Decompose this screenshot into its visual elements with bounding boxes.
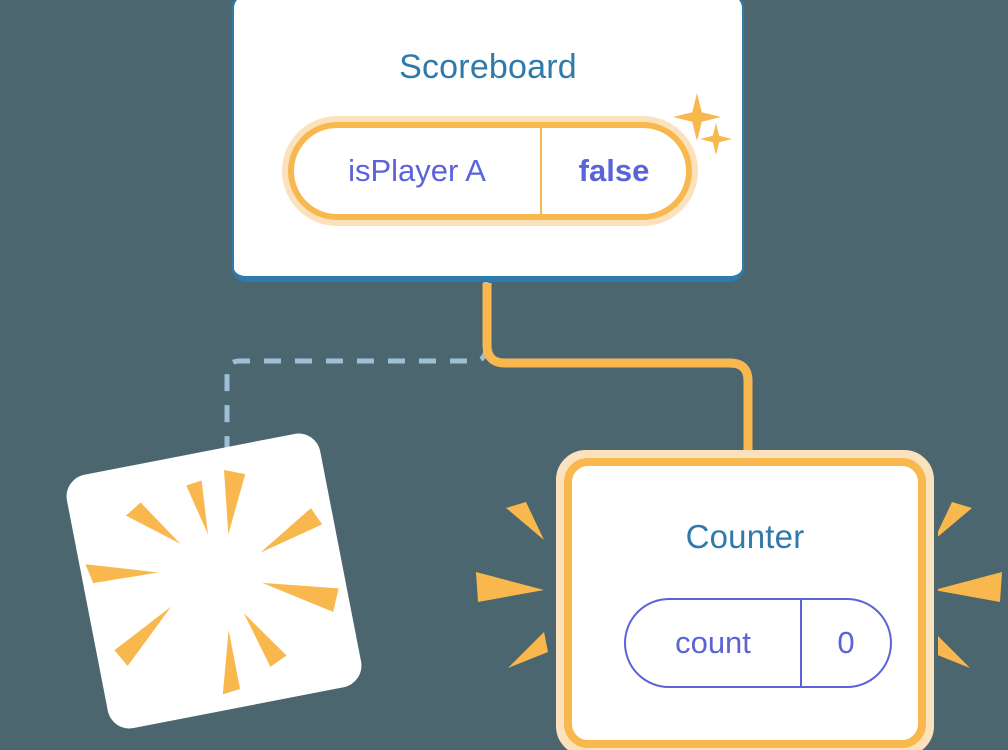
scoreboard-state-key: isPlayer A [348, 153, 486, 188]
counter-card-inner: Counter count 0 [564, 458, 926, 748]
counter-state-key: count [675, 625, 751, 660]
burst-ray [114, 606, 172, 667]
burst-ray [222, 630, 241, 695]
burst-ray [224, 470, 246, 535]
burst-ray [508, 632, 548, 668]
scoreboard-state-pill[interactable]: isPlayer A false [282, 116, 698, 226]
burst-card-rays [85, 470, 339, 695]
burst-ray [186, 480, 208, 535]
counter-state-value: 0 [800, 600, 890, 686]
burst-ray [938, 572, 1002, 602]
burst-ray [243, 612, 287, 667]
burst-ray [938, 636, 970, 668]
burst-ray [476, 572, 544, 602]
counter-right-rays [938, 502, 1002, 668]
burst-ray [506, 502, 544, 540]
scoreboard-card[interactable]: Scoreboard isPlayer A false [232, 0, 744, 282]
counter-title: Counter [685, 518, 805, 555]
counter-card[interactable]: Counter count 0 [556, 450, 934, 750]
scoreboard-state-value: false [540, 128, 686, 214]
scoreboard-to-counter-connector [482, 283, 753, 462]
pill-inner: isPlayer A false [288, 122, 692, 220]
scoreboard-title: Scoreboard [399, 48, 577, 86]
burst-ray [125, 502, 181, 544]
counter-state-pill[interactable]: count 0 [624, 598, 892, 688]
burst-card[interactable] [62, 429, 366, 733]
counter-left-rays [476, 502, 548, 668]
burst-ray [938, 502, 972, 537]
burst-ray [85, 564, 159, 584]
burst-ray [260, 508, 323, 553]
burst-ray [262, 582, 339, 612]
